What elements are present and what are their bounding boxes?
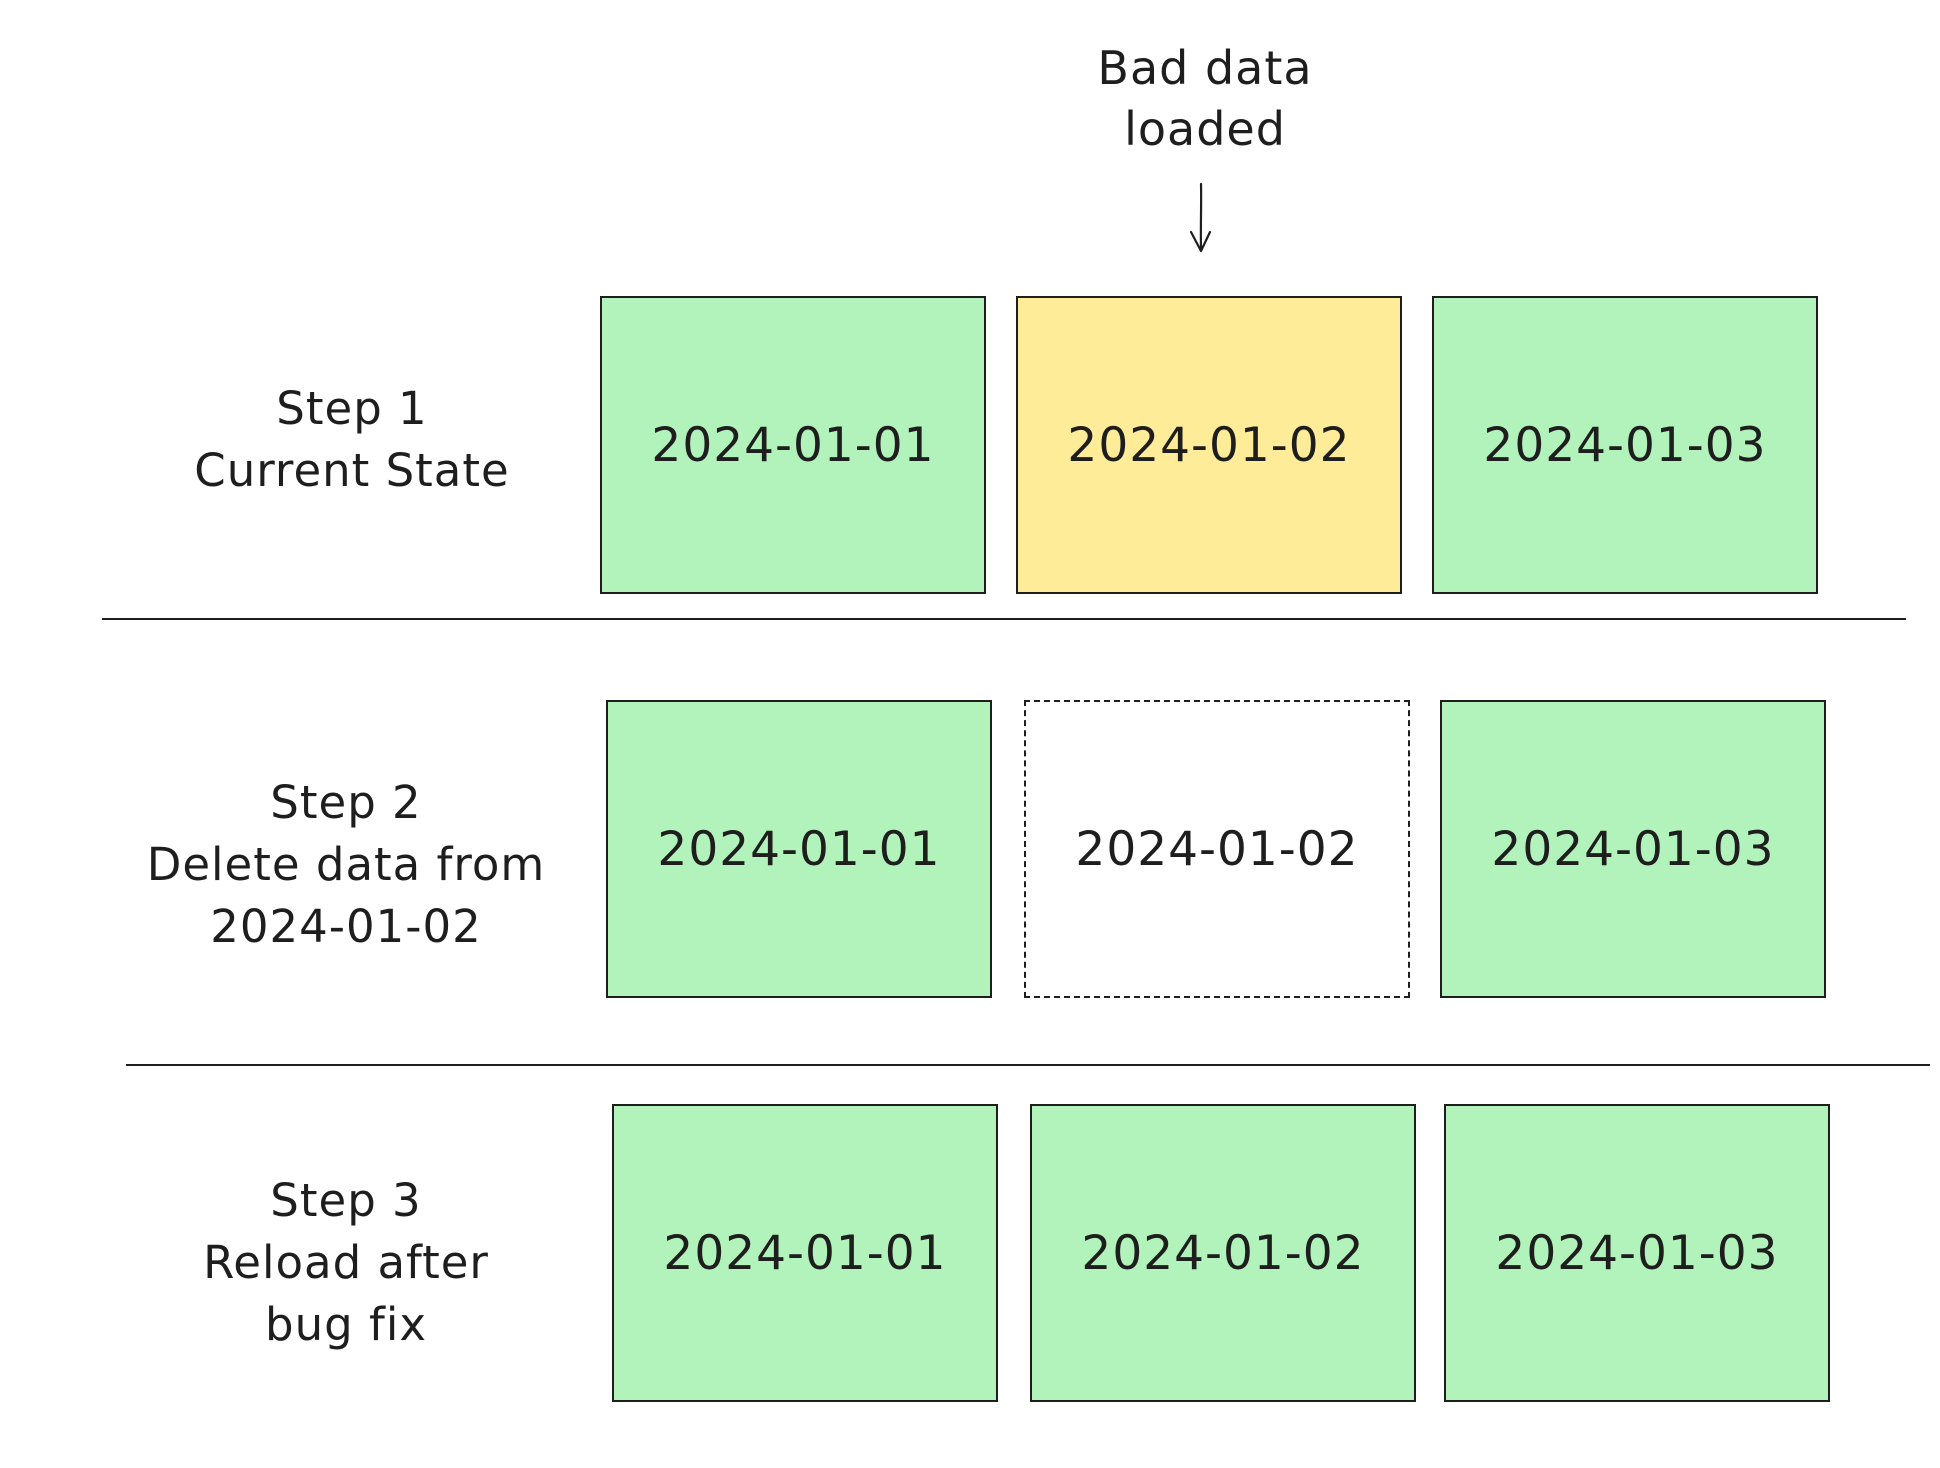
step-2-description-line-1: Delete data from: [146, 838, 546, 891]
step-3-partition-2024-01-02: 2024-01-02: [1030, 1104, 1416, 1402]
step-2-label: Step 2 Delete data from 2024-01-02: [106, 772, 586, 958]
step-2-partition-2024-01-01: 2024-01-01: [606, 700, 992, 998]
bad-data-annotation: Bad data loaded: [1060, 38, 1350, 160]
step-1-title: Step 1: [276, 382, 428, 435]
step-3-title: Step 3: [270, 1174, 422, 1227]
step-1-partition-2024-01-01: 2024-01-01: [600, 296, 986, 594]
step-3-partition-2024-01-01: 2024-01-01: [612, 1104, 998, 1402]
partition-date: 2024-01-02: [1067, 417, 1351, 473]
annotation-line-2: loaded: [1124, 102, 1286, 156]
step-3-partition-2024-01-03: 2024-01-03: [1444, 1104, 1830, 1402]
step-2-partition-2024-01-02-deleted: 2024-01-02: [1024, 700, 1410, 998]
step-1-description: Current State: [194, 444, 510, 497]
partition-date: 2024-01-01: [651, 417, 935, 473]
step-1-partition-2024-01-02-bad: 2024-01-02: [1016, 296, 1402, 594]
annotation-line-1: Bad data: [1097, 41, 1313, 95]
step-1-label: Step 1 Current State: [112, 378, 592, 502]
step-3-description-line-2: bug fix: [265, 1298, 427, 1351]
partition-date: 2024-01-03: [1495, 1225, 1779, 1281]
step-2-title: Step 2: [270, 776, 422, 829]
step-divider-1: [102, 618, 1906, 620]
partition-date: 2024-01-01: [663, 1225, 947, 1281]
partition-date: 2024-01-02: [1075, 821, 1359, 877]
partition-date: 2024-01-01: [657, 821, 941, 877]
partition-date: 2024-01-03: [1483, 417, 1767, 473]
step-2-description-line-2: 2024-01-02: [210, 900, 482, 953]
step-1-partition-2024-01-03: 2024-01-03: [1432, 296, 1818, 594]
step-3-label: Step 3 Reload after bug fix: [106, 1170, 586, 1356]
step-3-description-line-1: Reload after: [203, 1236, 489, 1289]
step-2-partition-2024-01-03: 2024-01-03: [1440, 700, 1826, 998]
step-divider-2: [126, 1064, 1930, 1066]
down-arrow-icon: [1189, 182, 1212, 253]
partition-date: 2024-01-03: [1491, 821, 1775, 877]
partition-date: 2024-01-02: [1081, 1225, 1365, 1281]
